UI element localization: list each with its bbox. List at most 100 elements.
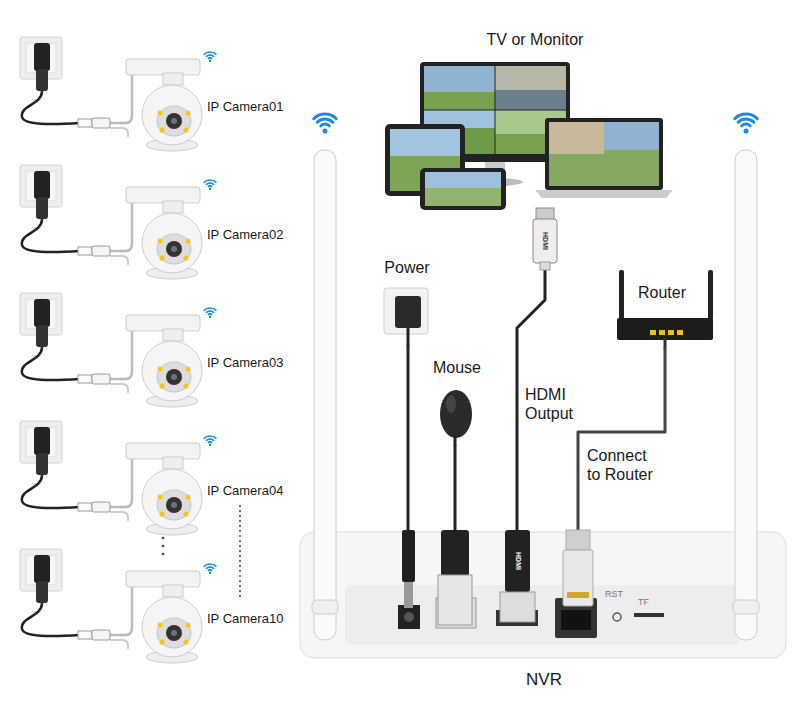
display-devices — [425, 172, 501, 206]
nvr-antenna — [314, 114, 337, 126]
ellipsis-dots — [162, 537, 165, 540]
router — [650, 330, 656, 335]
ethernet-plug — [567, 592, 589, 598]
power-adapter — [384, 288, 428, 334]
ip-camera — [20, 37, 216, 151]
cable-connector — [578, 348, 665, 530]
ellipsis-dots — [162, 505, 240, 600]
display-devices — [549, 150, 659, 186]
node-label: IP Camera10 — [207, 611, 283, 627]
nvr-antenna — [323, 129, 328, 134]
edge-label: HDMI Output — [525, 385, 587, 423]
dc-plug — [402, 530, 415, 582]
ellipsis-dots — [239, 505, 241, 600]
display-devices — [425, 188, 501, 206]
display-devices — [385, 62, 673, 210]
nvr-body — [404, 612, 414, 622]
nvr-antenna — [735, 114, 758, 126]
ip-camera — [20, 549, 216, 663]
hdmi-plug — [500, 530, 535, 622]
display-devices — [420, 168, 506, 210]
usb-plug — [438, 575, 472, 625]
nvr-body — [634, 613, 664, 617]
router — [617, 318, 713, 340]
mouse — [440, 390, 472, 446]
cable-connector — [407, 345, 410, 530]
device-node: IP Camera01 — [10, 33, 290, 158]
nvr-antenna — [312, 600, 338, 614]
nvr-body — [398, 605, 420, 629]
ethernet-plug — [566, 530, 590, 550]
port-label: TF — [638, 598, 649, 607]
display-devices — [545, 118, 663, 190]
hdmi-plug — [536, 208, 554, 220]
node-label: Mouse — [433, 358, 481, 377]
hdmi-plug — [533, 208, 557, 270]
dc-plug — [402, 530, 415, 608]
power-adapter — [395, 296, 421, 328]
ellipsis-dots — [162, 545, 165, 548]
ethernet-plug — [563, 550, 593, 606]
port-label: HDMI — [514, 552, 521, 570]
ip-camera — [20, 293, 216, 407]
nvr-body — [613, 613, 621, 621]
nvr-body — [300, 532, 786, 658]
mouse — [446, 395, 456, 413]
router — [677, 330, 683, 335]
node-label: IP Camera02 — [207, 227, 283, 243]
nvr-antenna — [744, 129, 749, 134]
node-label: IP Camera03 — [207, 355, 283, 371]
mouse — [454, 436, 457, 446]
nvr-antenna — [735, 150, 757, 640]
port-label: RST — [605, 590, 623, 599]
device-node: Router — [600, 281, 722, 348]
power-adapter — [407, 328, 410, 346]
router — [668, 330, 674, 335]
power-adapter — [384, 288, 428, 346]
nvr-antenna — [733, 600, 759, 614]
hdmi-plug — [533, 219, 557, 263]
device-node: IP Camera10 — [10, 545, 290, 670]
nvr-antenna — [312, 114, 759, 640]
node-label: Power — [384, 258, 429, 277]
device-node: IP Camera03 — [10, 289, 290, 414]
device-node: IP Camera02 — [10, 161, 290, 286]
display-devices — [495, 66, 566, 110]
device-node: Mouse — [424, 356, 490, 445]
edge-label: Connect to Router — [587, 446, 661, 484]
ellipsis-dots — [162, 553, 165, 556]
router — [617, 270, 713, 349]
device-node: Power — [372, 256, 442, 345]
display-devices — [549, 122, 604, 154]
node-label: NVR — [526, 670, 562, 690]
display-devices — [424, 110, 566, 111]
port-label: HDMI — [542, 232, 549, 250]
device-node: IP Camera04 — [10, 417, 290, 542]
router — [664, 338, 667, 349]
router — [619, 270, 624, 320]
router — [659, 330, 665, 335]
device-node: TV or Monitor — [380, 28, 690, 212]
ip-camera — [20, 165, 216, 279]
usb-plug — [438, 530, 472, 625]
dc-plug — [404, 582, 413, 608]
hdmi-plug — [540, 262, 550, 270]
display-devices — [424, 66, 495, 110]
nvr-body — [561, 610, 591, 630]
ethernet-plug — [563, 530, 593, 606]
hdmi-plug — [500, 592, 535, 622]
usb-plug — [441, 530, 469, 576]
hdmi-plug — [505, 530, 530, 592]
device-node: NVR — [298, 530, 790, 695]
router — [708, 270, 713, 320]
cable-connector — [454, 445, 457, 530]
node-label: IP Camera04 — [207, 483, 283, 499]
node-label: Router — [638, 283, 686, 302]
display-devices — [549, 122, 659, 186]
ip-camera — [20, 421, 216, 535]
display-devices — [424, 92, 495, 110]
